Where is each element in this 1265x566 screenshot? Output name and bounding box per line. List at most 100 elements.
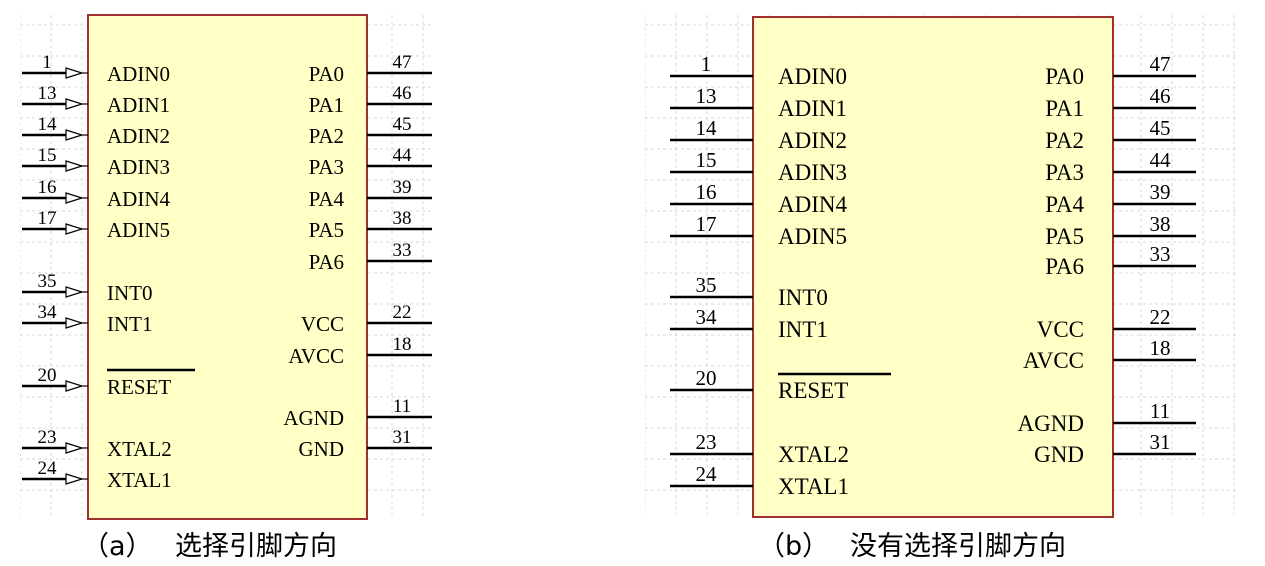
right-pin: 33 PA6 (309, 240, 432, 274)
pin-number: 14 (696, 116, 718, 140)
pin-number: 38 (1150, 212, 1171, 236)
pin-number: 31 (393, 427, 412, 448)
pin-name: PA2 (309, 124, 344, 148)
pin-number: 47 (393, 52, 412, 73)
pin-name: INT0 (778, 285, 828, 310)
pin-name: VCC (1037, 317, 1084, 342)
input-arrow-icon (65, 286, 85, 298)
right-pin: 31 GND (299, 427, 432, 461)
pin-name: ADIN5 (107, 218, 170, 242)
caption-label: （a） (82, 531, 153, 562)
pin-number: 33 (393, 240, 412, 261)
pin-name: PA0 (1045, 64, 1084, 89)
panel-caption: （a） 选择引脚方向 (82, 531, 337, 562)
pin-name: INT0 (107, 281, 153, 305)
left-pin: 24 XTAL1 (22, 458, 172, 492)
pin-name: ADIN4 (107, 187, 170, 211)
pin-name: PA1 (1045, 96, 1084, 121)
pin-name: PA3 (1045, 160, 1084, 185)
pin-number: 11 (393, 396, 411, 417)
pin-number: 20 (696, 366, 717, 390)
pin-name: ADIN5 (778, 224, 847, 249)
pin-name: AVCC (1023, 348, 1084, 373)
caption-text: 没有选择引脚方向 (850, 531, 1066, 562)
pin-name: ADIN4 (778, 192, 847, 217)
pin-name: XTAL1 (778, 474, 849, 499)
input-arrow-icon (65, 192, 85, 204)
input-arrow-icon (65, 442, 85, 454)
pin-number: 16 (696, 180, 717, 204)
pin-name: INT1 (778, 317, 828, 342)
pin-number: 17 (696, 212, 717, 236)
right-pin: 11 AGND (283, 396, 432, 430)
pin-name: ADIN2 (778, 128, 847, 153)
pin-name: ADIN3 (778, 160, 847, 185)
pin-name: PA6 (309, 250, 344, 274)
input-arrow-icon (65, 473, 85, 485)
pin-number: 31 (1150, 430, 1171, 454)
pin-number: 45 (393, 114, 412, 135)
pin-name: RESET (107, 375, 171, 399)
pin-name: AVCC (288, 344, 344, 368)
pin-name: PA0 (309, 62, 344, 86)
caption-label: （b） (758, 531, 829, 562)
pin-number: 39 (1150, 180, 1171, 204)
component-body (87, 14, 368, 520)
input-arrow-icon (65, 129, 85, 141)
pin-number: 24 (38, 458, 58, 479)
pin-number: 16 (38, 177, 57, 198)
caption-text: 选择引脚方向 (175, 531, 337, 562)
pin-name: ADIN0 (778, 64, 847, 89)
pin-name: GND (1034, 442, 1084, 467)
pin-name: PA1 (309, 93, 344, 117)
pin-number: 1 (42, 52, 52, 73)
pin-name: ADIN3 (107, 155, 170, 179)
pin-number: 13 (696, 84, 717, 108)
pin-number: 20 (38, 365, 57, 386)
pin-name: PA6 (1045, 254, 1084, 279)
pin-name: GND (299, 437, 345, 461)
pin-name: INT1 (107, 312, 153, 336)
pin-name: PA2 (1045, 128, 1084, 153)
input-arrow-icon (65, 67, 85, 79)
left-pin: 20 RESET (22, 365, 195, 399)
pin-number: 47 (1150, 52, 1171, 76)
pin-name: AGND (283, 406, 344, 430)
pin-number: 44 (1150, 148, 1172, 172)
input-arrow-icon (65, 317, 85, 329)
pin-name: XTAL1 (107, 468, 172, 492)
pin-number: 44 (393, 145, 413, 166)
pin-number: 23 (696, 430, 717, 454)
pin-number: 46 (1150, 84, 1171, 108)
pin-name: ADIN1 (778, 96, 847, 121)
pin-number: 24 (696, 462, 718, 486)
pin-name: PA5 (309, 218, 344, 242)
input-arrow-icon (65, 160, 85, 172)
pin-name: XTAL2 (778, 442, 849, 467)
